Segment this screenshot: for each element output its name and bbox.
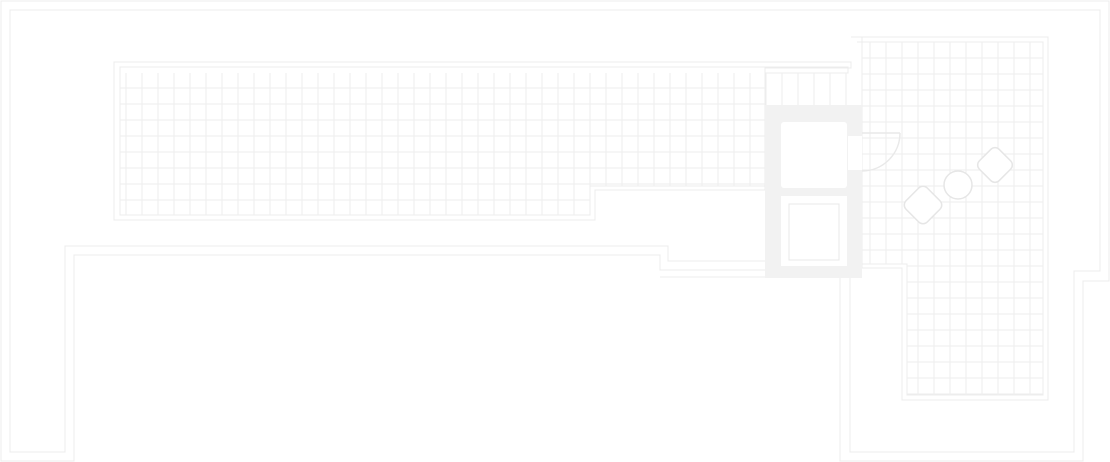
round-table bbox=[943, 170, 973, 200]
door-swing-arc bbox=[861, 132, 901, 172]
door bbox=[861, 132, 901, 172]
chair-right bbox=[976, 146, 1014, 184]
elevator-shaft bbox=[788, 203, 840, 261]
furniture-group bbox=[903, 146, 1014, 225]
core-lower-room bbox=[781, 196, 847, 266]
tiled-floor-right-wing bbox=[851, 36, 1049, 401]
core-upper-room bbox=[781, 122, 847, 188]
left-wing-inner-line bbox=[119, 66, 849, 216]
tile-grid-right bbox=[862, 42, 1043, 395]
core-door-opening bbox=[848, 136, 862, 170]
corridor-lines bbox=[660, 269, 765, 278]
tile-grid-left bbox=[120, 73, 847, 215]
chair-left bbox=[903, 185, 943, 225]
left-wing-outline bbox=[113, 61, 852, 221]
tiled-floor-left-wing bbox=[113, 61, 852, 221]
service-core bbox=[765, 105, 862, 278]
